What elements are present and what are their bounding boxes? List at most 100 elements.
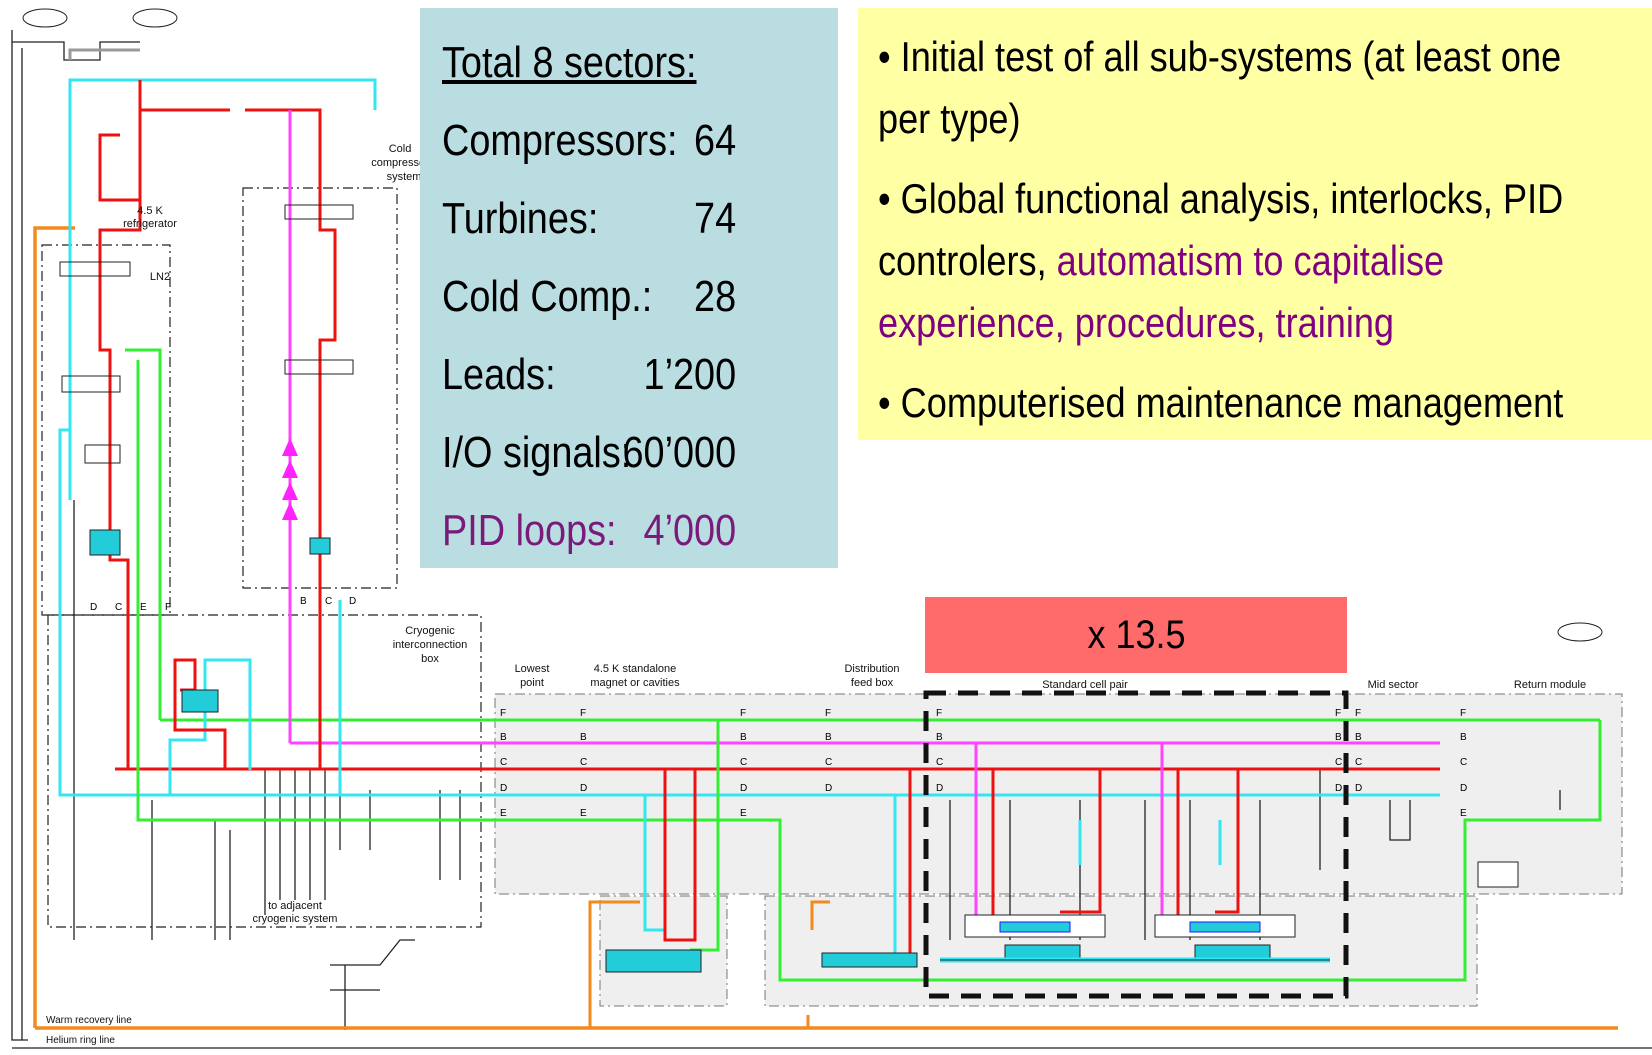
cell-magnets (940, 743, 1330, 963)
feed-box-label: Distribution (844, 663, 899, 675)
standalone-label-2: magnet or cavities (590, 677, 680, 689)
red-compressor-feed (245, 108, 337, 769)
svg-text:C: C (325, 596, 332, 607)
svg-text:C: C (115, 602, 122, 613)
svg-text:D: D (825, 783, 832, 794)
svg-text:C: C (1460, 757, 1467, 768)
heat-exchanger-2 (61, 375, 121, 393)
red-refrigerator-return (98, 133, 140, 202)
standalone-label: 4.5 K standalone (594, 663, 677, 675)
storage-tank-3 (1557, 622, 1603, 642)
return-module-label: Return module (1514, 679, 1586, 691)
svg-text:E: E (580, 808, 587, 819)
standard-cell-pair-outline (923, 690, 1349, 999)
magenta-pump-3 (282, 482, 298, 500)
interconnection-label-2: interconnection (393, 639, 468, 651)
stat-row-leads: Leads: 1’200 (442, 336, 783, 414)
cyan-to-box (168, 658, 252, 795)
stat-value: 74 (694, 194, 737, 243)
heat-exchanger-1 (59, 261, 131, 277)
sectors-title-row: Total 8 sectors: (442, 24, 783, 102)
stat-value: 1’200 (643, 350, 737, 399)
svg-text:D: D (580, 783, 587, 794)
svg-text:C: C (500, 757, 507, 768)
svg-text:D: D (90, 602, 97, 613)
note-functional-analysis: • Global functional analysis, interlocks… (878, 168, 1563, 354)
lowest-point-label-2: point (520, 677, 544, 689)
standalone-cryostat (605, 949, 702, 973)
note-text: controlers, (878, 237, 1057, 284)
cold-compressor-label: Cold (389, 143, 412, 155)
magenta-pump-2 (282, 460, 298, 478)
stat-value: 64 (694, 116, 737, 165)
red-heater-box (181, 689, 219, 713)
red-refrigerator-loop (98, 80, 142, 769)
svg-text:B: B (936, 732, 943, 743)
commissioning-notes-box: • Initial test of all sub-systems (at le… (858, 8, 1652, 440)
phase-separator (84, 444, 121, 464)
svg-text:B: B (740, 732, 747, 743)
stat-value: 4’000 (643, 506, 737, 555)
svg-text:F: F (825, 708, 831, 719)
ln2-label: LN2 (150, 271, 170, 283)
svg-text:E: E (140, 602, 147, 613)
subsystem-frames (41, 187, 482, 928)
svg-text:F: F (936, 708, 942, 719)
storage-tank-1 (22, 8, 68, 28)
svg-text:F: F (165, 602, 171, 613)
feed-cryostat (821, 952, 918, 968)
svg-text:B: B (825, 732, 832, 743)
diagram-labels: 4.5 K refrigerator Cold compressor syste… (123, 143, 1586, 925)
svg-text:D: D (500, 783, 507, 794)
heat-exchanger-3 (284, 204, 354, 220)
svg-text:E: E (500, 808, 507, 819)
svg-text:E: E (1460, 808, 1467, 819)
note-text: • Global functional analysis, interlocks… (878, 175, 1564, 222)
cold-compressor-label-3: system (387, 171, 422, 183)
warm-recovery-label: Warm recovery line (46, 1015, 132, 1026)
helium-ring-label: Helium ring line (46, 1035, 115, 1046)
stat-value: 60’000 (622, 428, 737, 477)
note-highlight: automatism to capitalise (1056, 237, 1445, 284)
return-vessel (1477, 861, 1519, 888)
svg-text:C: C (740, 757, 747, 768)
cyan-vessel-compressor (309, 537, 331, 555)
thin-piping (11, 30, 1652, 1049)
svg-text:D: D (1460, 783, 1467, 794)
svg-text:C: C (1355, 757, 1362, 768)
adjacent-label-2: cryogenic system (253, 913, 338, 925)
svg-text:B: B (580, 732, 587, 743)
cell-multiplier-box: x 13.5 (925, 597, 1347, 673)
stat-label: Cold Comp.: (442, 272, 653, 321)
feed-box-label-2: feed box (851, 677, 894, 689)
sectors-title: Total 8 sectors: (442, 38, 697, 87)
stat-label: Turbines: (442, 194, 599, 243)
stat-label: Compressors: (442, 116, 678, 165)
svg-text:F: F (500, 708, 506, 719)
svg-text:B: B (500, 732, 507, 743)
warm-recovery-line (33, 226, 75, 1028)
note-maintenance: • Computerised maintenance management (878, 372, 1563, 434)
svg-text:D: D (1355, 783, 1362, 794)
magenta-pump-1 (282, 438, 298, 456)
svg-text:C: C (825, 757, 832, 768)
note-text: • Initial test of all sub-systems (at le… (878, 33, 1562, 80)
svg-text:F: F (1460, 708, 1466, 719)
refrigerator-label: 4.5 K (137, 205, 163, 217)
stat-row-pid-loops: PID loops: 4’000 (442, 492, 783, 570)
stat-value: 28 (694, 272, 737, 321)
sector-statistics-box: Total 8 sectors: Compressors: 64 Turbine… (420, 8, 838, 568)
svg-text:B: B (1335, 732, 1342, 743)
stat-label: Leads: (442, 350, 556, 399)
svg-text:C: C (936, 757, 943, 768)
standalone-red (663, 769, 697, 942)
line-letters: F B C D E F B C D E F B C D E F B C D F … (90, 596, 1467, 819)
svg-text:C: C (580, 757, 587, 768)
storage-tank-2 (132, 8, 178, 28)
svg-text:E: E (740, 808, 747, 819)
note-text: per type) (878, 95, 1021, 142)
svg-text:D: D (349, 596, 356, 607)
line-E (136, 360, 1602, 982)
magenta-pump-4 (282, 502, 298, 520)
